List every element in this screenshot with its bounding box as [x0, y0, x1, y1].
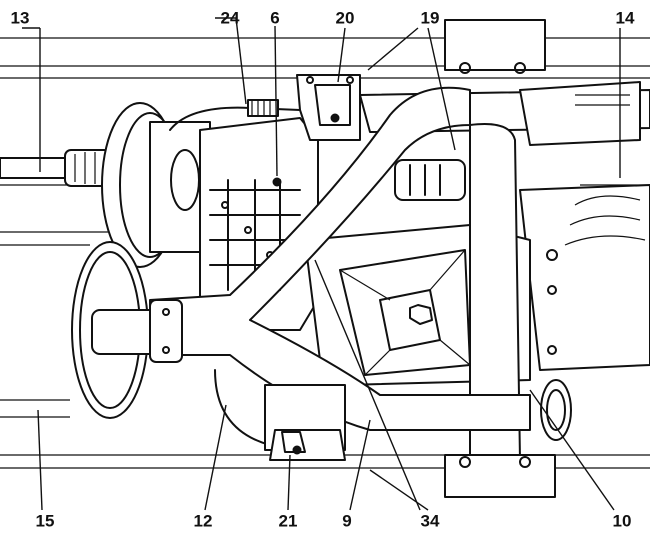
callout-19: 19	[420, 8, 440, 28]
rear-tube-end	[540, 379, 572, 441]
callout-24: 24	[220, 8, 240, 28]
callout-12: 12	[193, 511, 213, 531]
lower-mount-area	[214, 369, 346, 461]
callout-10: 10	[612, 511, 632, 531]
callout-9: 9	[342, 511, 352, 531]
upper-bracket-right	[444, 19, 546, 74]
transmission-brake-drum	[101, 102, 211, 268]
callout-6: 6	[270, 8, 280, 28]
callout-13: 13	[10, 8, 30, 28]
callout-34: 34	[420, 511, 440, 531]
callout-21: 21	[278, 511, 298, 531]
front-output-shaft	[71, 241, 183, 419]
leader-lines	[22, 17, 621, 511]
callout-14: 14	[615, 8, 635, 28]
engine-unit-right	[519, 184, 650, 371]
callout-20: 20	[335, 8, 355, 28]
speedometer-cable	[169, 99, 301, 131]
propeller-shaft-left	[0, 149, 111, 187]
lower-bracket-right	[444, 454, 556, 498]
universal-joint	[394, 159, 466, 201]
gearbox-mount-bracket	[296, 74, 361, 141]
a-frame-crossmember	[149, 86, 531, 431]
callout-15: 15	[35, 511, 55, 531]
